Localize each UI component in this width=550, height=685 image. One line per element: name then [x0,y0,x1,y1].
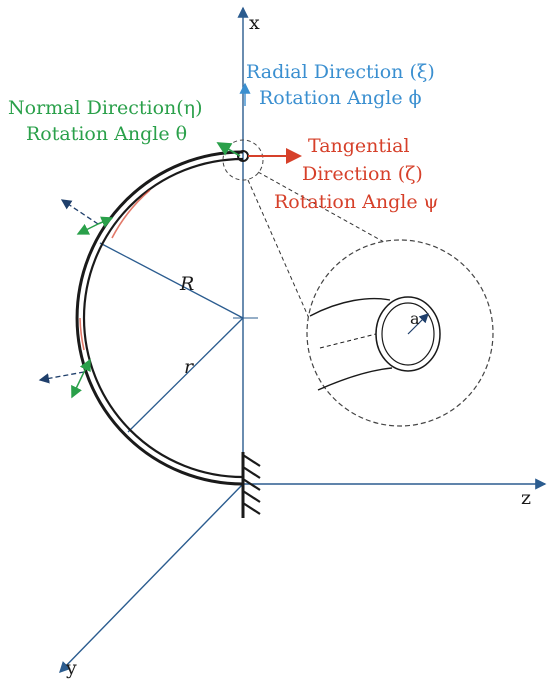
ring-outer-edge [75,150,244,486]
normal-rotation-label: Rotation Angle θ [26,123,187,145]
inner-radius-label: r [184,356,195,378]
normal-direction-label: Normal Direction(η) [8,97,202,119]
radial-arrow-lower [38,371,85,384]
inner-radius-line [127,317,244,433]
detail-leader-lower [247,179,346,401]
ring-highlight-upper [111,189,151,239]
y-axis-line [59,483,244,674]
x-axis-label: x [249,12,260,34]
tangent-arrow-upper [97,216,114,228]
outer-radius-line [99,242,244,319]
radial-arrow-upper [60,199,99,225]
normal-arrow-upper [76,223,99,235]
tangential-direction-label-1: Tangential [308,135,410,157]
ring-inner-edge [82,157,244,479]
tangential-rotation-label: Rotation Angle ψ [274,191,439,213]
outer-radius-label: R [179,273,194,295]
radial-direction-label: Radial Direction (ξ) [246,61,435,83]
tube-detail-view [306,239,494,427]
tube-radius-label: a [410,309,420,328]
radial-rotation-label: Rotation Angle ϕ [259,87,422,109]
tube-end-dashed-circle [222,139,264,181]
tangent-arrow-lower [79,358,91,373]
z-axis-label: z [521,487,531,509]
normal-arrow-top [216,142,241,157]
ring-highlight-lower [79,317,85,351]
normal-arrow-lower [71,371,85,399]
tangential-direction-label-2: Direction (ζ) [302,163,423,185]
y-axis-label: y [65,657,77,679]
fixed-support [241,452,261,518]
